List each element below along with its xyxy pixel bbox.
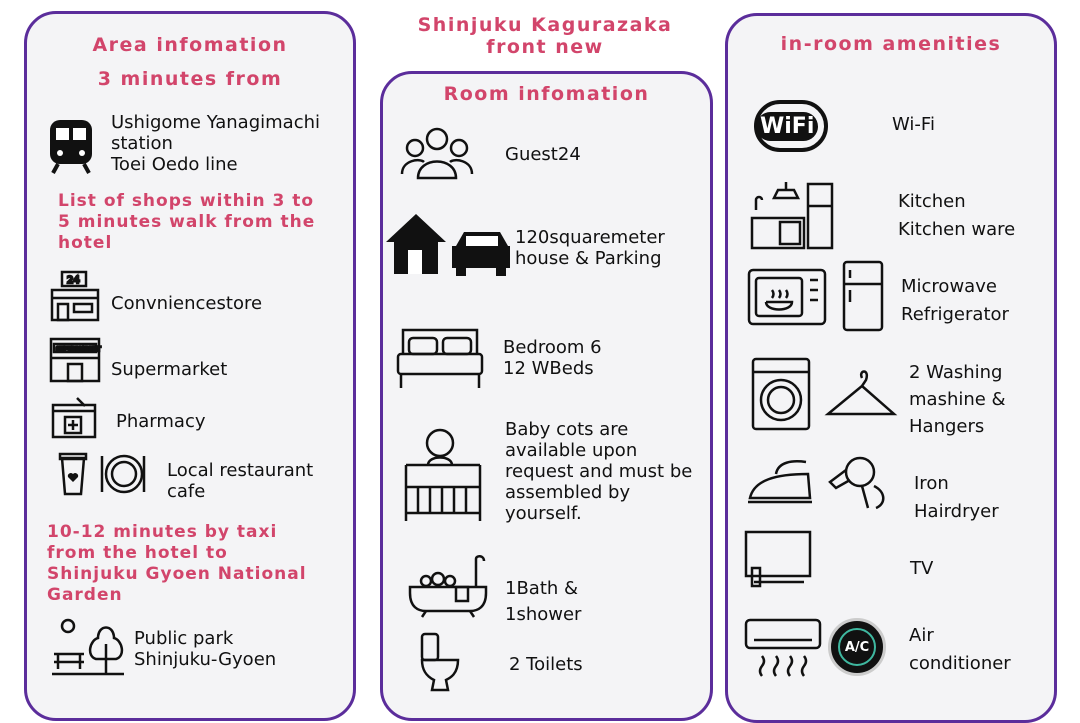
area-subheading: 3 minutes from xyxy=(97,68,283,90)
amenity-wifi: Wi-Fi xyxy=(892,114,935,135)
shops-heading: List of shops within 3 to 5 minutes walk… xyxy=(58,191,316,253)
shop-convenience-store: Convniencestore xyxy=(111,293,263,314)
title-line2: front new xyxy=(486,36,604,58)
wifi-icon: WiFi xyxy=(754,100,828,152)
restaurant-cafe-icon xyxy=(58,452,146,496)
room-bedrooms: Bedroom 6 12 WBeds xyxy=(503,337,602,379)
room-guests: Guest24 xyxy=(505,144,581,165)
amenity-washing-hangers: 2 Washing mashine & Hangers xyxy=(909,362,1006,437)
park-icon xyxy=(52,618,124,676)
train-icon xyxy=(50,120,92,174)
park-info: Public park Shinjuku-Gyoen xyxy=(134,628,277,670)
shop-supermarket: Supermarket xyxy=(111,359,228,380)
bathtub-icon xyxy=(408,555,488,618)
room-toilets: 2 Toilets xyxy=(509,654,583,675)
tv-icon xyxy=(744,530,812,588)
kitchen-icon xyxy=(750,182,834,250)
air-conditioner-icon xyxy=(744,618,822,677)
amenities-heading: in-room amenities xyxy=(780,33,1002,55)
amenity-air-conditioner: Air conditioner xyxy=(909,625,1011,674)
taxi-heading: 10-12 minutes by taxi from the hotel to … xyxy=(47,522,307,605)
svg-text:SUPERMARKET: SUPERMARKET xyxy=(56,346,101,353)
wifi-logo-text: WiFi xyxy=(756,111,819,141)
amenity-kitchen: Kitchen Kitchen ware xyxy=(898,191,1016,240)
amenity-iron-hairdryer: Iron Hairdryer xyxy=(914,473,999,522)
house-parking-icon xyxy=(386,214,510,276)
iron-hairdryer-icon xyxy=(748,456,885,510)
title-line1: Shinjuku Kagurazaka xyxy=(417,14,673,36)
guests-icon xyxy=(400,127,474,180)
ac-remote-icon: A/C xyxy=(828,618,886,676)
convenience-store-icon: 24 xyxy=(50,270,100,322)
room-size-parking: 120squaremeter house & Parking xyxy=(515,227,665,269)
svg-text:24: 24 xyxy=(67,275,80,286)
room-baby-cots: Baby cots are available upon request and… xyxy=(505,419,693,524)
washing-machine-hanger-icon xyxy=(751,357,898,431)
shop-restaurant-cafe: Local restaurant cafe xyxy=(167,460,314,502)
microwave-refrigerator-icon xyxy=(747,260,884,332)
shop-pharmacy: Pharmacy xyxy=(116,411,206,432)
ac-logo-text: A/C xyxy=(838,628,876,666)
baby-cot-icon xyxy=(404,428,482,521)
room-heading: Room infomation xyxy=(443,83,650,105)
station-info: Ushigome Yanagimachi station Toei Oedo l… xyxy=(111,112,321,175)
amenity-microwave-fridge: Microwave Refrigerator xyxy=(901,276,1009,325)
area-heading: Area infomation xyxy=(92,34,288,56)
amenity-tv: TV xyxy=(910,558,934,579)
room-bath: 1Bath & 1shower xyxy=(505,578,582,625)
toilet-icon xyxy=(420,632,460,692)
supermarket-icon: SUPERMARKET xyxy=(49,337,102,383)
bed-icon xyxy=(396,328,484,388)
pharmacy-icon xyxy=(51,397,97,439)
